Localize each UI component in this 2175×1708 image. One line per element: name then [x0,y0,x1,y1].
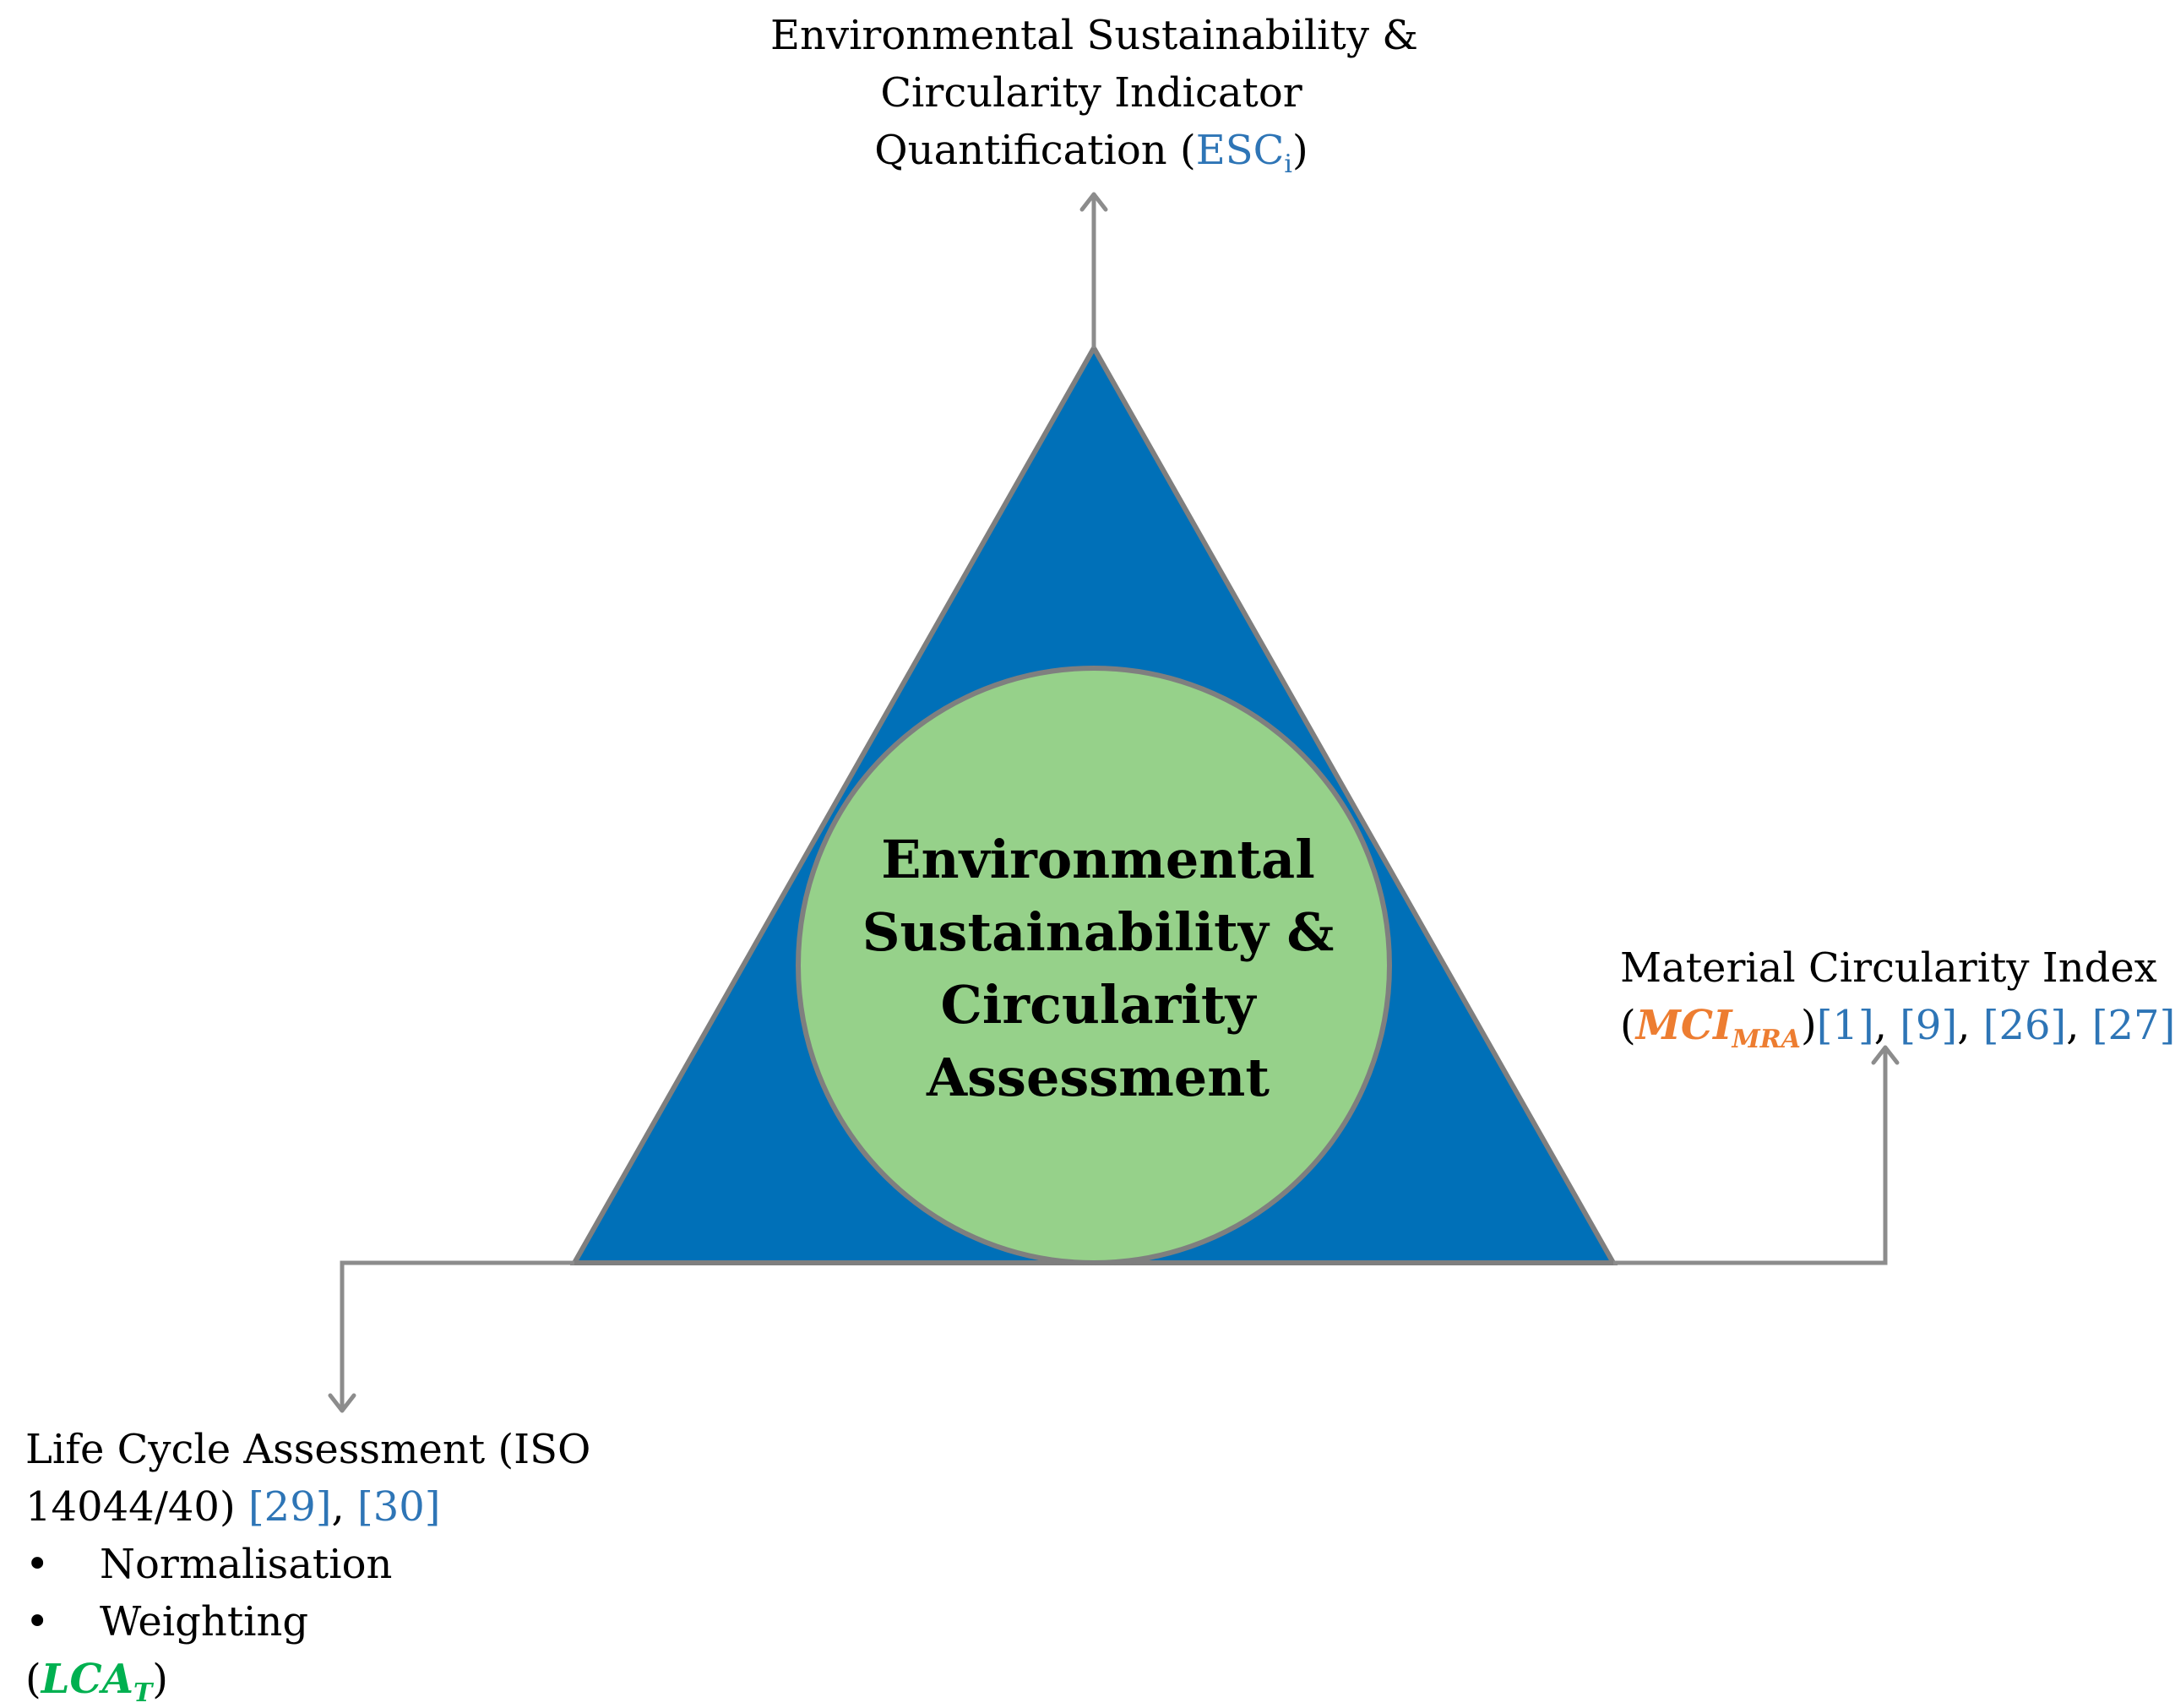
top-node-label: Environmental Sustainability & Circulari… [770,7,1418,179]
top-label-line: Circularity Indicator [880,69,1302,117]
lca-code-text: LCA [41,1656,133,1703]
right-connector-arrow [1613,1045,1900,1265]
top-label-line-3: Quantification (ESCi) [770,122,1412,179]
mci-subscript: MRA [1732,1025,1801,1054]
mci-code-text: MCI [1635,1002,1732,1049]
center-title: Environmental Sustainability & Circulari… [811,824,1385,1114]
bullet-text: Normalisation [100,1541,393,1588]
right-open-paren: ( [1620,1002,1636,1049]
right-label-line-1: Material Circularity Index [1620,944,2157,992]
bullet-marker: • [25,1598,50,1645]
top-label-prefix: Quantification ( [874,127,1196,174]
left-label-line-2: 14044/40) [29], [30] [25,1483,441,1531]
mci-code: MCIMRA [1635,1002,1801,1053]
left-open-paren: ( [25,1656,41,1703]
bullet-text: Weighting [100,1598,309,1645]
right-label-line-2: (MCIMRA)[1], [9], [26], [27] [1620,1002,2175,1054]
left-label-line-1: Life Cycle Assessment (ISO [25,1426,591,1473]
esc-subscript: i [1284,150,1292,179]
bullet-item: • Normalisation [25,1536,590,1593]
left-label-prefix: 14044/40) [25,1483,248,1531]
lca-code: LCAT [41,1656,153,1706]
esc-code-text: ESC [1195,127,1285,174]
center-title-line: Environmental [881,829,1315,890]
bullet-marker: • [25,1541,50,1588]
lca-subscript: T [133,1678,153,1708]
left-close-paren: ) [152,1656,168,1703]
reference-link[interactable]: [26] [1982,1002,2067,1049]
right-node-label: Material Circularity Index (MCIMRA)[1], … [1620,939,2175,1054]
left-connector-arrow [328,1260,574,1413]
right-close-paren: ) [1800,1002,1817,1049]
reference-link[interactable]: [9] [1900,1002,1958,1049]
center-title-line: Circularity [940,974,1256,1036]
left-node-label: Life Cycle Assessment (ISO 14044/40) [29… [25,1421,590,1708]
assessment-circle [796,666,1392,1265]
left-label-line-5: (LCAT) [25,1651,590,1708]
reference-link[interactable]: [27] [2091,1002,2175,1049]
esc-code: ESCi [1195,127,1292,177]
top-connector-arrow [1079,192,1108,348]
bullet-item: • Weighting [25,1593,590,1651]
top-label-suffix: ) [1291,127,1308,174]
center-title-line: Assessment [927,1047,1270,1108]
reference-link[interactable]: [1] [1816,1002,1874,1049]
reference-link[interactable]: [29] [247,1483,332,1531]
center-title-line: Sustainability & [862,901,1335,963]
top-label-line: Environmental Sustainability & [770,12,1418,59]
reference-link[interactable]: [30] [356,1483,441,1531]
